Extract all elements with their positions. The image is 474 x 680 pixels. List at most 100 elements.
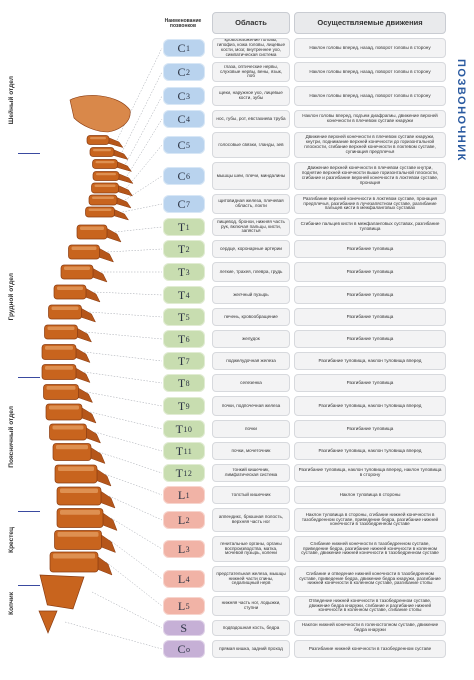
vertebra-letter: L [177,487,186,502]
vertebra-letter: T [177,287,186,302]
area-cell: пищевод, бронхи, нижняя часть рук, включ… [212,218,290,236]
header-vertebra-name: Наименование позвонков [164,18,202,29]
movement-cell: Разгибание туловища [294,308,446,326]
area-cell: поджелудочная железа [212,352,290,370]
vertebra-number: 2 [185,244,191,254]
vertebra-letter: T [175,465,184,480]
vertebra-letter: T [177,309,186,324]
area-cell: подвздошная кость, бедра [212,620,290,636]
vertebra-highlight [64,266,90,270]
vertebra-letter: L [177,512,186,527]
sacrum-bone [39,574,85,610]
leader-line [124,175,163,201]
vertebra-number: 4 [185,574,191,584]
movement-cell: Сгибание нижней конечности в тазобедренн… [294,536,446,562]
vertebra-number: 1 [185,222,191,232]
area-cell: голосовые связки, гланды, зев [212,132,290,158]
area-cell: почки [212,420,290,438]
area-cell: почки, подпочечная железа [212,396,290,416]
leader-line [108,495,163,521]
vertebra-letter: L [177,598,186,613]
vertebra-number: o [186,644,191,654]
movement-cell: Разгибание туловища, наклон туловища впе… [294,442,446,460]
leader-line [110,517,163,550]
leader-line [83,351,163,362]
leader-line [98,451,163,474]
vertebra-letter: C [177,40,186,55]
area-cell: желудок [212,330,290,348]
vertebra-highlight [57,286,83,290]
leader-line [93,291,163,296]
vertebra-letter: T [177,375,186,390]
area-cell: нижняя часть ног, лодыжки, ступни [212,596,290,616]
vertebra-letter: C [177,111,186,126]
vertebra-letter: C [177,641,186,656]
leader-line [89,311,163,318]
area-cell: легкие, трахея, плевра, грудь [212,262,290,282]
vertebra-highlight [51,306,79,310]
vertebra-letter: T [177,398,186,413]
vertebra-highlight [45,346,73,350]
leader-line [89,411,163,430]
movement-cell: Движение верхней конечности в плечевом с… [294,132,446,158]
leader-line [107,248,163,253]
area-cell: генитальные органы, органы воспроизводст… [212,536,290,562]
movement-cell: Разгибание туловища [294,374,446,392]
vertebra-number: 3 [186,91,191,101]
movement-cell: Разгибание туловища [294,420,446,438]
area-cell: глаза, оптические нервы, слуховые нервы,… [212,62,290,82]
vertebra-letter: T [177,331,186,346]
vertebra-highlight [52,425,84,430]
vertebra-highlight [94,184,116,187]
vertebra-number: 11 [183,446,193,456]
leader-line [83,371,163,384]
area-cell: печень, кровообращение [212,308,290,326]
vertebra-number: 3 [185,267,191,277]
area-cell: почки, мочеточник [212,442,290,460]
vertebra-letter: T [175,421,184,436]
vertebra-letter: L [177,541,186,556]
vertebra-highlight [80,226,104,230]
vertebra-highlight [57,532,99,537]
leader-line [109,539,163,580]
area-cell: мышцы шеи, плечи, миндалины [212,162,290,190]
leader-line [126,144,163,189]
movement-cell: Отведение нижней конечности в тазобедрен… [294,596,446,616]
movement-cell: Разгибание туловища [294,286,446,304]
movement-cell: Разгибание туловища, наклон туловища впе… [294,464,446,482]
region-tick-sacrum [18,585,40,586]
vertebra-number: 7 [185,356,191,366]
vertebra-number: 8 [185,378,191,388]
vertebra-highlight [47,326,75,330]
movement-cell: Сгибание и отведение нижней конечности в… [294,566,446,592]
area-cell: селезенка [212,374,290,392]
leader-line [122,203,163,213]
